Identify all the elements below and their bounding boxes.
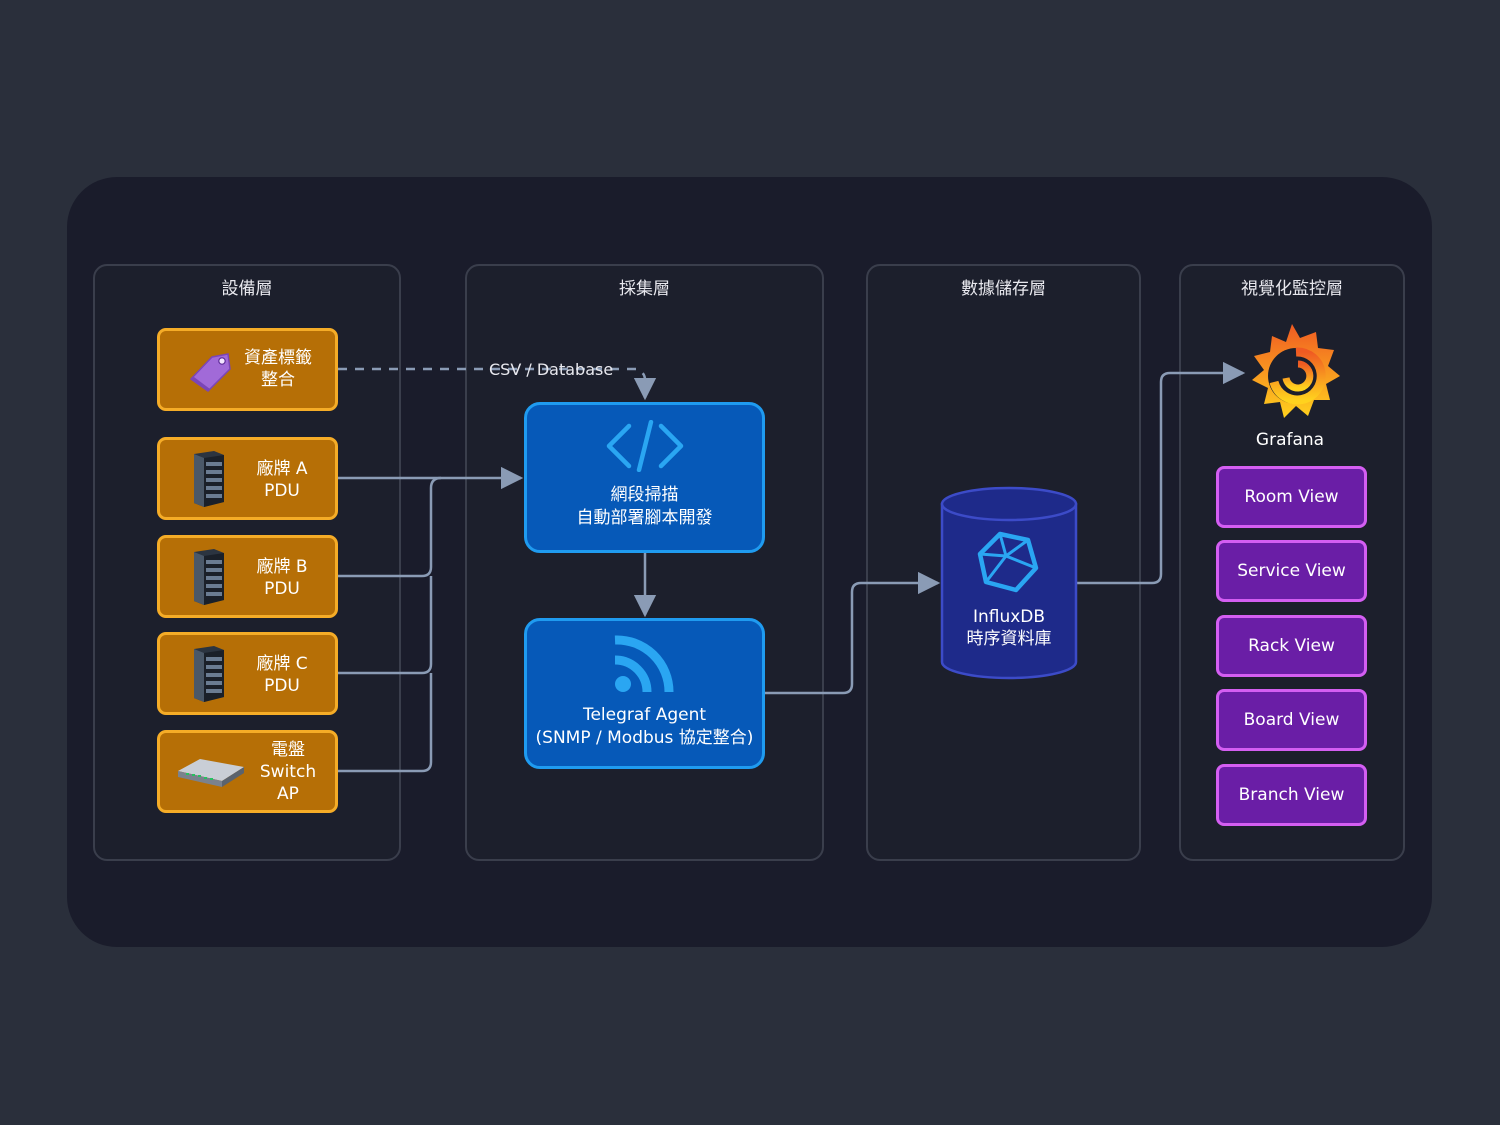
server-rack-icon xyxy=(194,451,224,507)
view-room[interactable]: Room View xyxy=(1216,466,1367,528)
scanner-label: 網段掃描 自動部署腳本開發 xyxy=(576,485,713,528)
view-board[interactable]: Board View xyxy=(1216,689,1367,751)
device-pdu-b[interactable]: 廠牌 B PDU xyxy=(157,535,338,618)
code-icon xyxy=(606,420,683,473)
grafana-label: Grafana xyxy=(1255,430,1325,450)
device-pdu-c[interactable]: 廠牌 C PDU xyxy=(157,632,338,715)
telegraf-node[interactable]: Telegraf Agent (SNMP / Modbus 協定整合) xyxy=(524,618,765,769)
device-pdu-c-label: 廠牌 C PDU xyxy=(256,654,308,697)
influxdb-label: InfluxDB 時序資料庫 xyxy=(966,607,1052,650)
device-asset-tag-label: 資產標籤 整合 xyxy=(244,348,312,391)
telegraf-label: Telegraf Agent (SNMP / Modbus 協定整合) xyxy=(535,705,754,748)
view-room-label: Room View xyxy=(1244,486,1339,507)
storage-layer-title: 數據儲存層 xyxy=(961,279,1046,299)
rss-icon xyxy=(614,635,673,693)
visual-layer-title: 視覺化監控層 xyxy=(1241,279,1343,299)
collect-layer-title: 採集層 xyxy=(619,279,670,299)
device-pdu-b-label: 廠牌 B PDU xyxy=(256,557,308,600)
device-pdu-a-label: 廠牌 A PDU xyxy=(256,459,308,502)
view-service[interactable]: Service View xyxy=(1216,540,1367,602)
device-layer-title: 設備層 xyxy=(221,279,273,299)
server-rack-icon xyxy=(194,646,224,702)
device-pdu-a[interactable]: 廠牌 A PDU xyxy=(157,437,338,520)
device-asset-tag[interactable]: 資產標籤 整合 xyxy=(157,328,338,411)
network-switch-icon xyxy=(178,759,244,787)
device-switch[interactable]: 電盤 Switch AP xyxy=(157,730,338,813)
view-board-label: Board View xyxy=(1243,709,1340,730)
view-service-label: Service View xyxy=(1237,560,1346,581)
grafana-icon xyxy=(1252,324,1340,418)
view-rack-label: Rack View xyxy=(1248,635,1335,656)
influxdb-icon xyxy=(977,531,1039,593)
tag-icon xyxy=(189,353,231,392)
scanner-node[interactable]: 網段掃描 自動部署腳本開發 xyxy=(524,402,765,553)
collect-layer: 採集層 xyxy=(465,264,824,861)
edge-label-csv: CSV / Database xyxy=(489,360,614,379)
view-branch-label: Branch View xyxy=(1238,784,1345,805)
grafana-node[interactable]: Grafana xyxy=(1230,320,1350,454)
view-branch[interactable]: Branch View xyxy=(1216,764,1367,826)
device-switch-label: 電盤 Switch AP xyxy=(259,740,317,805)
influxdb-cylinder xyxy=(940,486,1078,680)
view-rack[interactable]: Rack View xyxy=(1216,615,1367,677)
server-rack-icon xyxy=(194,549,224,605)
influxdb-node[interactable]: InfluxDB 時序資料庫 xyxy=(940,486,1078,680)
